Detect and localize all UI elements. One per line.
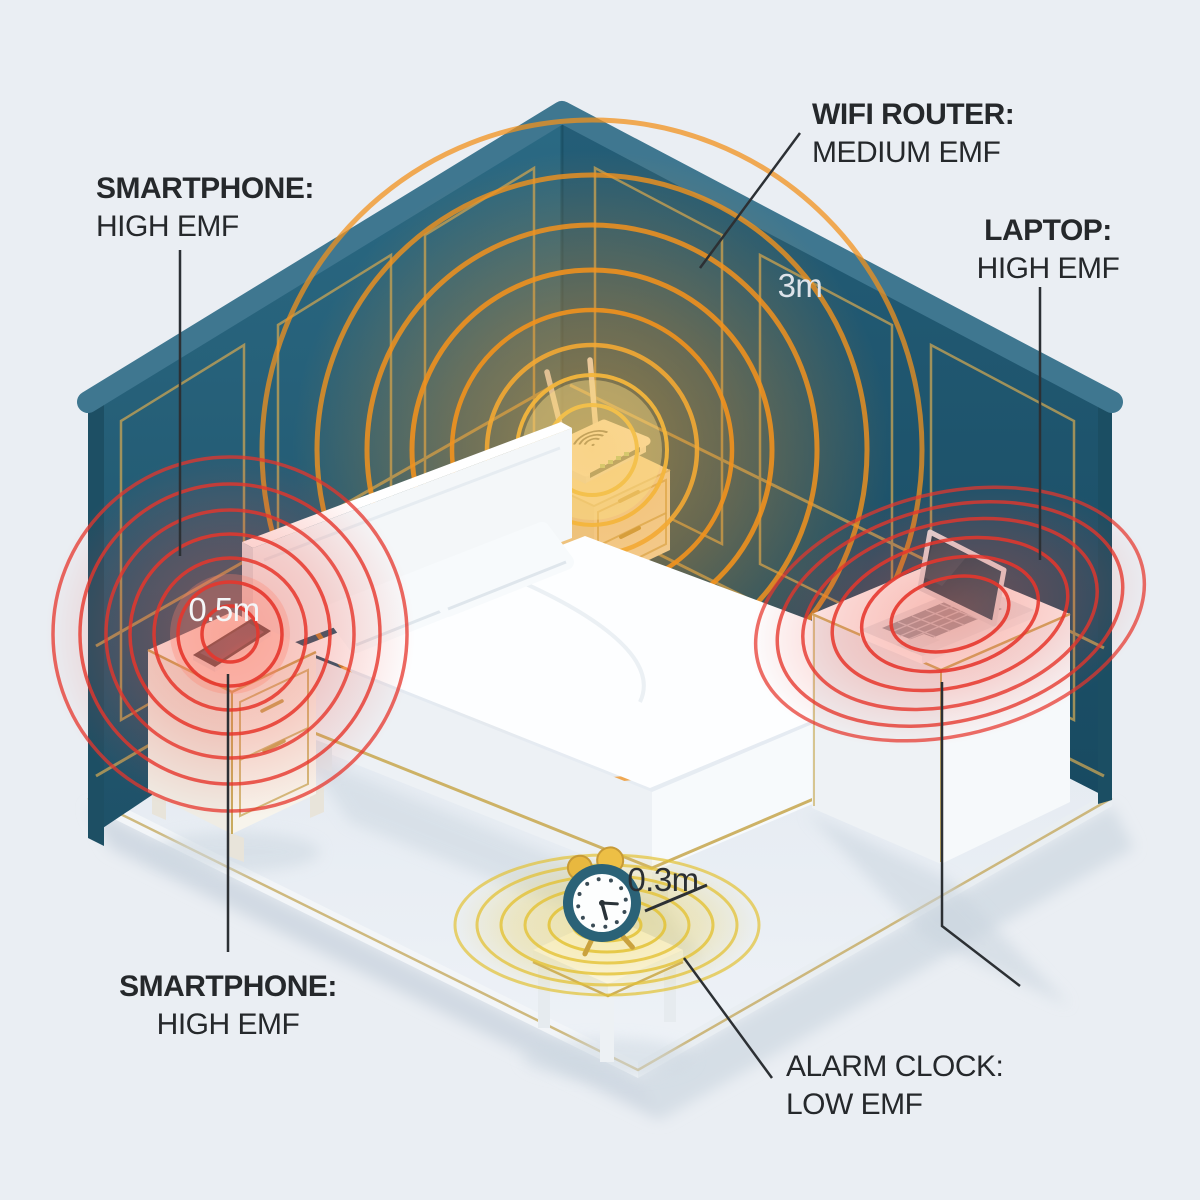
leader-lines [178,132,1042,1079]
laptop-rings [748,480,1152,748]
emf-level: LOW EMF [786,1088,923,1121]
label-alarm-clock: ALARM CLOCK: LOW EMF [786,1048,1004,1124]
emf-level: HIGH EMF [156,1008,300,1041]
distance-smartphone: 0.5m [188,591,260,628]
floor-shadow [88,806,1134,1120]
label-smartphone-top: SMARTPHONE: HIGH EMF [96,170,314,246]
leader-alarm-clock [682,957,774,1079]
smartphone-rings [45,449,415,819]
leader-wifi-router [698,132,802,269]
wall-top-bevel [77,101,1123,413]
device-name: LAPTOP: [984,214,1112,247]
emf-level: HIGH EMF [96,210,239,243]
leader-desk [940,682,1021,987]
device-name: WIFI ROUTER: [812,98,1015,131]
distance-alarm-clock: 0.3m [627,861,699,898]
device-name: ALARM CLOCK: [786,1050,1004,1083]
measure-alarm-clock [644,883,708,913]
label-laptop: LAPTOP: HIGH EMF [977,212,1120,288]
distance-wifi-router: 3m [777,267,823,304]
device-name: SMARTPHONE: [119,970,337,1003]
device-name: SMARTPHONE: [96,172,314,205]
emf-level: HIGH EMF [976,252,1120,285]
label-wifi-router: WIFI ROUTER: MEDIUM EMF [812,96,1015,172]
alarm-clock-icon [563,846,641,957]
label-smartphone-bottom: SMARTPHONE: HIGH EMF [119,968,337,1044]
emf-level: MEDIUM EMF [812,136,1001,169]
